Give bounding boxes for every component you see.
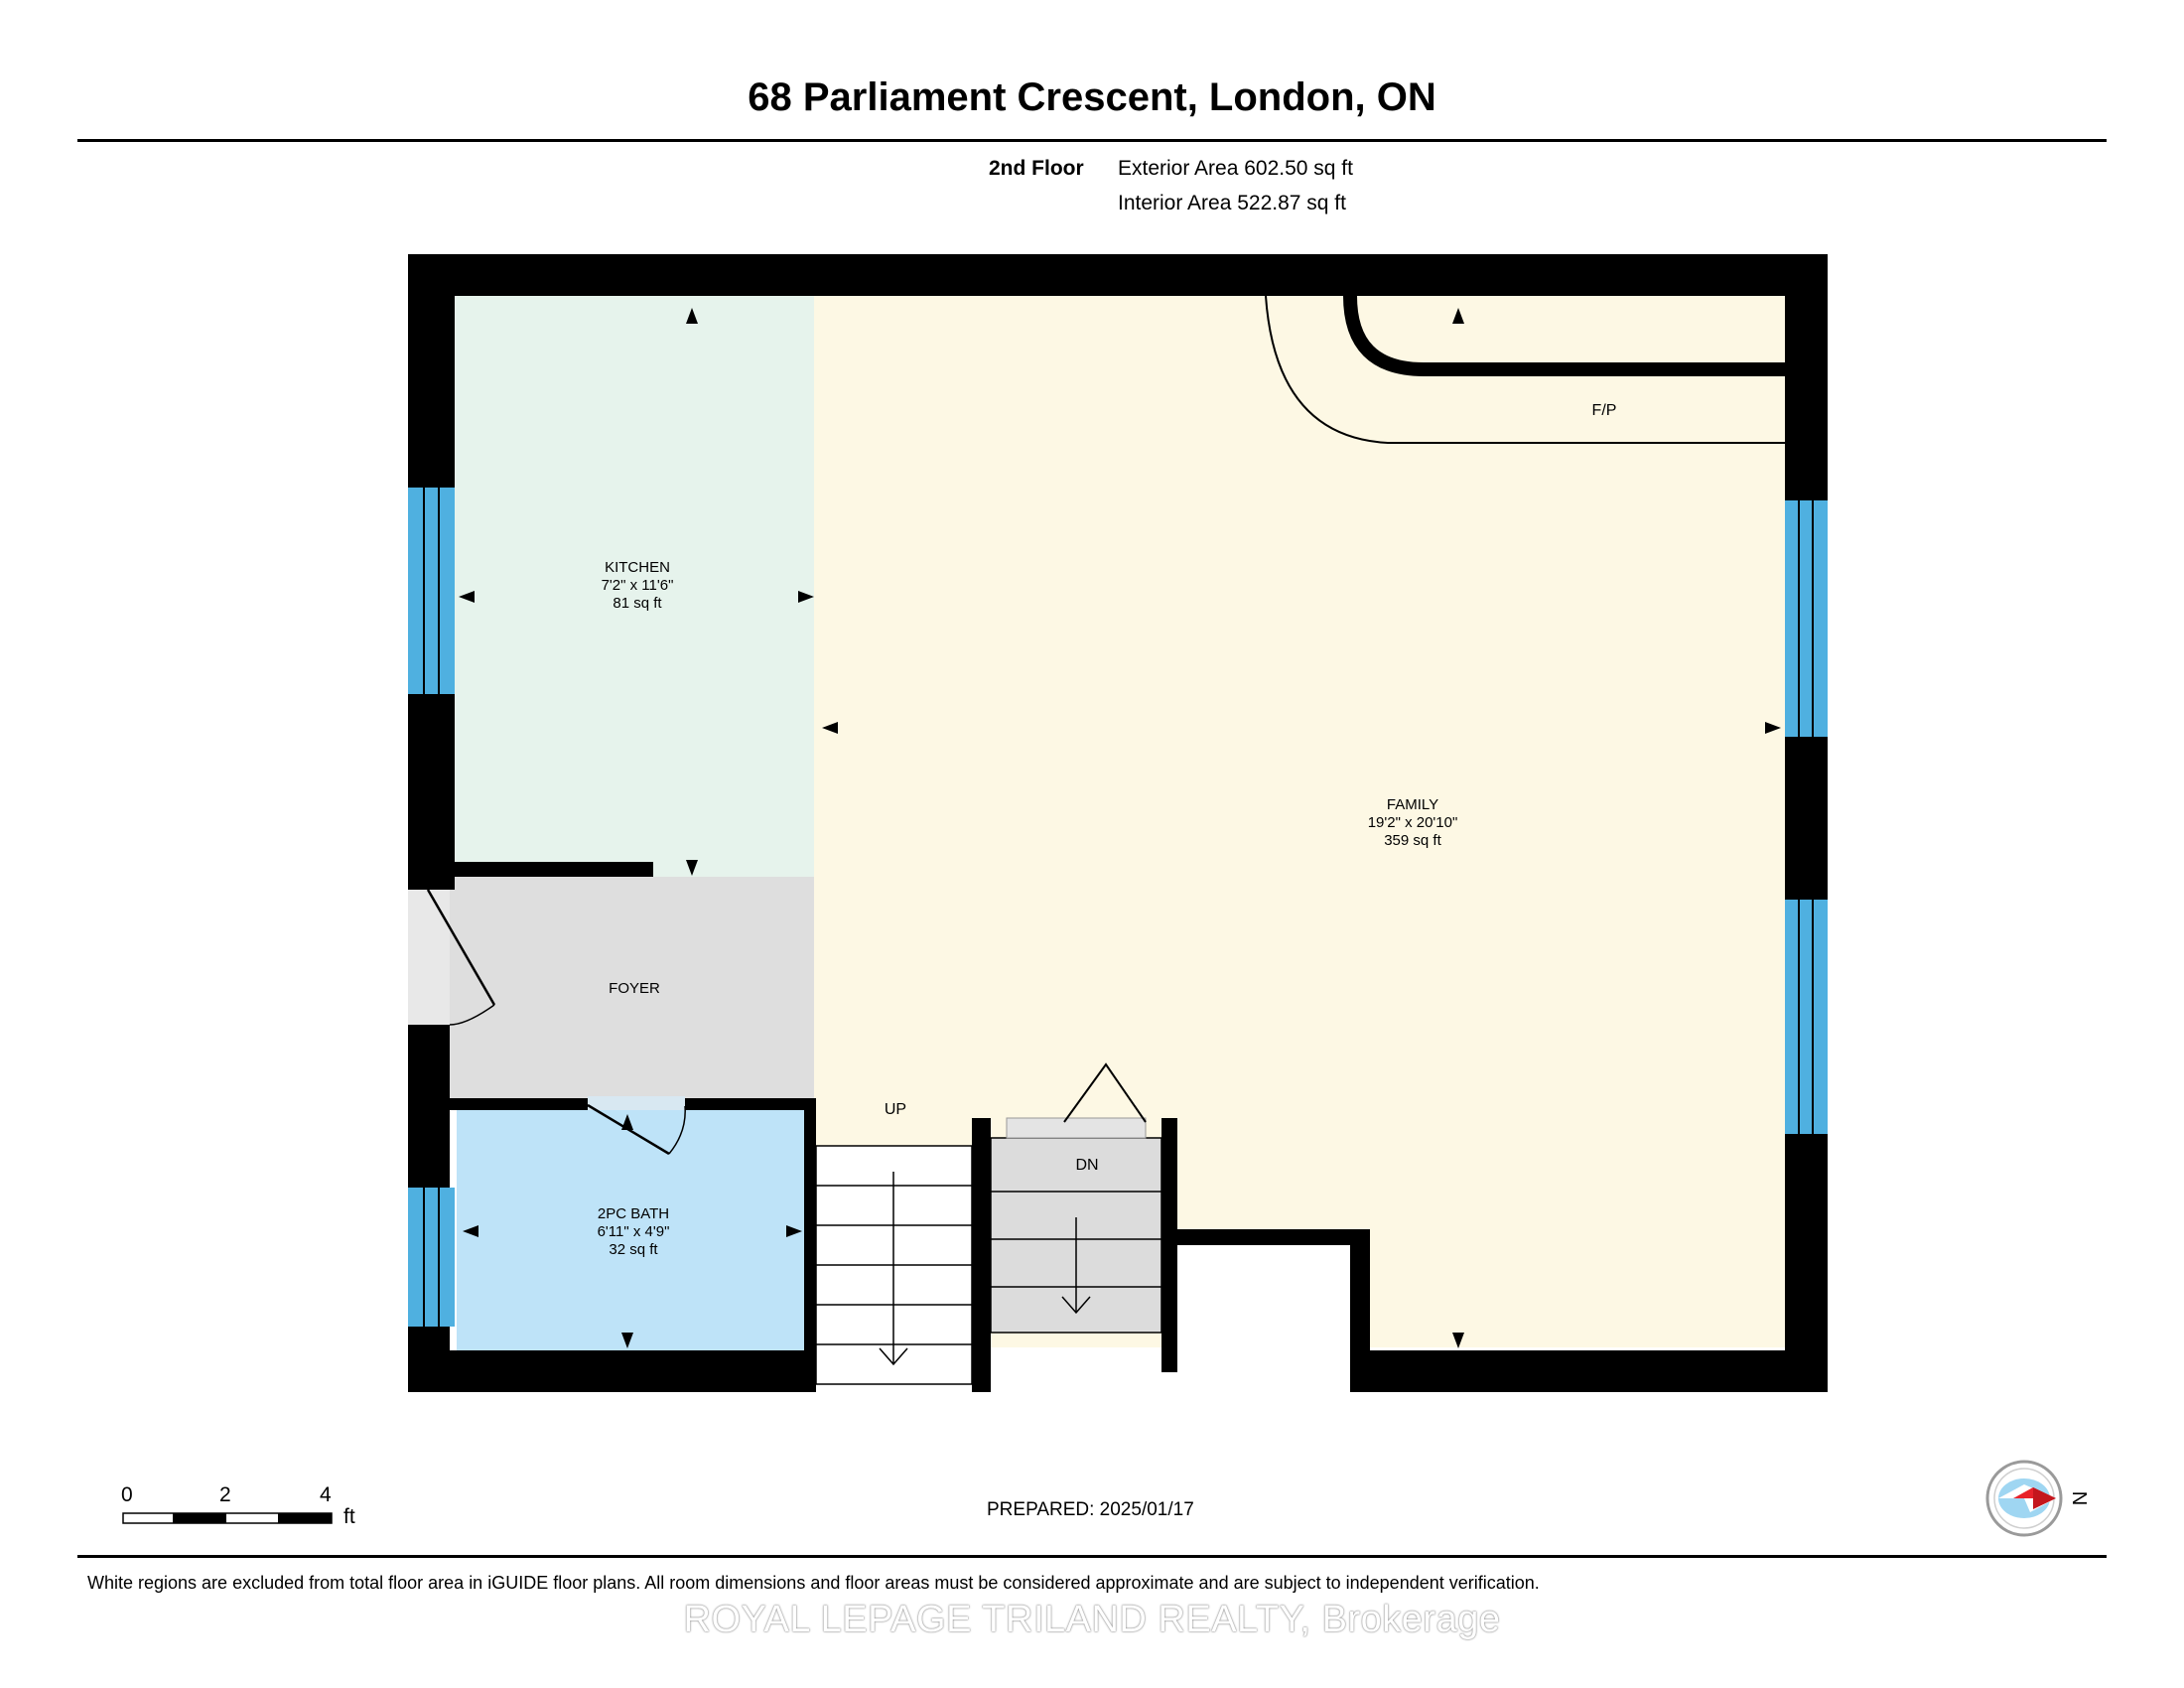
family-name: FAMILY xyxy=(1387,796,1438,813)
wall-bottom-left xyxy=(408,1350,816,1392)
kitchen-name: KITCHEN xyxy=(605,559,670,576)
entry-door xyxy=(408,889,496,1026)
interior-area: Interior Area 522.87 sq ft xyxy=(1118,192,1346,214)
scale-unit: ft xyxy=(343,1505,355,1528)
scale-tick-0: 0 xyxy=(121,1483,133,1506)
family-area: 359 sq ft xyxy=(1384,832,1441,849)
scale-tick-4: 4 xyxy=(320,1483,332,1506)
wall-stair-return xyxy=(1161,1229,1370,1245)
wall-right xyxy=(1785,254,1828,1392)
bath-area: 32 sq ft xyxy=(609,1241,658,1258)
kitchen-room xyxy=(455,295,814,877)
bath-dims: 6'11" x 4'9" xyxy=(598,1223,670,1240)
dimension-arrows xyxy=(459,308,1781,1348)
foyer-room xyxy=(447,877,814,1098)
fireplace-hearth-outline xyxy=(1265,295,1785,444)
stairs-down-label: DN xyxy=(1075,1157,1098,1174)
footer-divider xyxy=(77,1555,2107,1558)
kitchen-area: 81 sq ft xyxy=(613,595,662,612)
window-right-lower xyxy=(1785,900,1828,1134)
fireplace-label: F/P xyxy=(1592,402,1617,419)
prepared-date: PREPARED: 2025/01/17 xyxy=(987,1499,1194,1520)
scale-tick-2: 2 xyxy=(219,1483,231,1506)
wall-kitchen-foyer xyxy=(455,862,653,877)
watermark: ROYAL LEPAGE TRILAND REALTY, Brokerage xyxy=(683,1599,1501,1640)
stairs-up-label: UP xyxy=(885,1101,906,1118)
wall-bottom-right xyxy=(1350,1350,1828,1392)
disclaimer: White regions are excluded from total fl… xyxy=(87,1573,1540,1593)
compass-icon xyxy=(1985,1460,2063,1537)
kitchen-dims: 7'2" x 11'6" xyxy=(602,577,674,594)
wall-lower-nook xyxy=(1350,1229,1370,1392)
floor-label: 2nd Floor xyxy=(989,157,1084,180)
window-left-lower xyxy=(408,1188,455,1327)
stairs-down xyxy=(990,1062,1162,1334)
wall-top xyxy=(408,254,1828,296)
stairs-up xyxy=(815,1145,973,1385)
header-divider xyxy=(77,139,2107,142)
excluded-region xyxy=(1171,1241,1350,1400)
compass-north-label: N xyxy=(2068,1491,2090,1505)
wall-stair-left xyxy=(972,1118,991,1392)
window-right-upper xyxy=(1785,500,1828,737)
family-dims: 19'2" x 20'10" xyxy=(1368,814,1458,831)
bath-room xyxy=(457,1106,806,1350)
window-left-upper xyxy=(408,488,455,694)
exterior-area: Exterior Area 602.50 sq ft xyxy=(1118,157,1353,180)
scale-bar xyxy=(122,1512,333,1524)
page-title: 68 Parliament Crescent, London, ON xyxy=(748,75,1436,119)
wall-bath-right xyxy=(804,1098,816,1352)
foyer-name: FOYER xyxy=(609,980,660,997)
bath-name: 2PC BATH xyxy=(598,1205,669,1222)
fireplace-wall xyxy=(1343,295,1785,376)
